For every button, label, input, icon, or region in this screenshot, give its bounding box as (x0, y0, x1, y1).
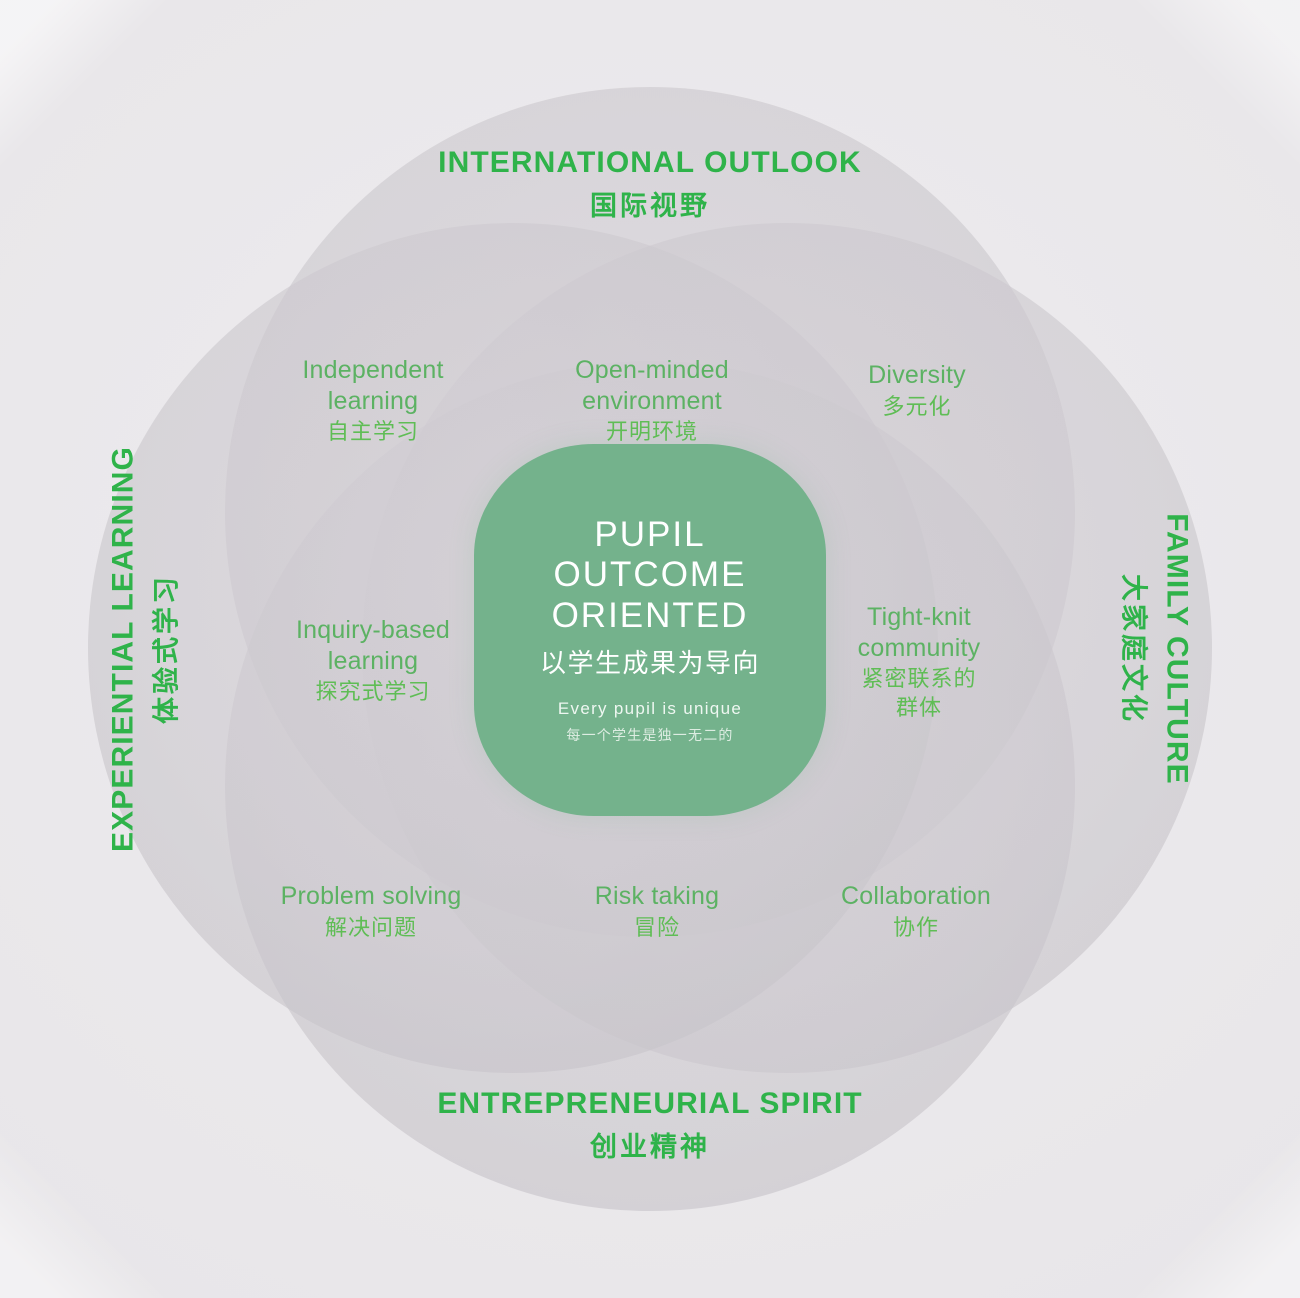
attribute-en-line-2: environment (582, 386, 722, 415)
attribute-collaboration: Collaboration 协作 (841, 881, 991, 941)
attribute-cn-line-1: 解决问题 (324, 914, 418, 940)
attribute-en-line-1: Tight-knit (867, 603, 971, 632)
axis-label-en: INTERNATIONAL OUTLOOK (438, 146, 862, 179)
core-title: PUPIL OUTCOME ORIENTED (552, 515, 749, 637)
attribute-cn-line-1: 自主学习 (326, 418, 420, 444)
attribute-en-line-1: Diversity (868, 361, 966, 390)
attribute-cn-line-2: 群体 (895, 695, 943, 721)
attribute-cn-line-1: 紧密联系的 (861, 666, 977, 692)
attribute-cn-line-1: 探究式学习 (315, 678, 431, 704)
axis-label-en: ENTREPRENEURIAL SPIRIT (437, 1087, 863, 1120)
core-subtitle: Every pupil is unique (557, 699, 743, 719)
axis-label-experiential-learning: EXPERIENTIAL LEARNING 体验式学习 (107, 446, 184, 852)
core-subtitle-chinese: 每一个学生是独一无二的 (566, 727, 734, 744)
axis-label-cn: 国际视野 (590, 191, 710, 221)
attribute-en-line-2: learning (327, 386, 419, 415)
axis-label-entrepreneurial-spirit: ENTREPRENEURIAL SPIRIT 创业精神 (0, 1087, 1300, 1164)
attribute-en-line-2: community (857, 633, 981, 662)
attribute-diversity: Diversity 多元化 (868, 360, 966, 420)
axis-label-cn: 创业精神 (590, 1132, 710, 1162)
axis-label-international-outlook: INTERNATIONAL OUTLOOK 国际视野 (0, 146, 1300, 223)
attribute-en-line-2: learning (327, 646, 419, 675)
core-title-chinese: 以学生成果为导向 (539, 648, 760, 679)
attribute-cn-line-1: 多元化 (882, 393, 952, 419)
attribute-risk-taking: Risk taking 冒险 (595, 881, 719, 941)
attribute-independent-learning: Independent learning 自主学习 (302, 355, 443, 445)
core-title-line-1: PUPIL (594, 514, 706, 554)
attribute-en-line-1: Risk taking (594, 882, 720, 911)
axis-label-en: EXPERIENTIAL LEARNING (106, 446, 140, 852)
attribute-en-line-1: Collaboration (841, 882, 991, 911)
attribute-tight-knit-community: Tight-knit community 紧密联系的 群体 (858, 602, 981, 722)
axis-label-family-culture: FAMILY CULTURE 大家庭文化 (1117, 513, 1194, 785)
attribute-cn-line-1: 协作 (892, 914, 940, 940)
core-title-line-3: ORIENTED (551, 595, 749, 635)
attribute-en-line-1: Inquiry-based (295, 615, 451, 644)
core-pupil-outcome-oriented: PUPIL OUTCOME ORIENTED 以学生成果为导向 Every pu… (474, 444, 826, 816)
attribute-en-line-1: Independent (302, 355, 444, 384)
axis-label-cn: 大家庭文化 (1118, 574, 1149, 724)
attribute-problem-solving: Problem solving 解决问题 (281, 881, 462, 941)
attribute-cn-line-1: 开明环境 (605, 418, 698, 444)
attribute-inquiry-based-learning: Inquiry-based learning 探究式学习 (296, 615, 450, 705)
attribute-en-line-1: Problem solving (280, 882, 462, 911)
axis-label-cn: 体验式学习 (151, 574, 182, 724)
attribute-open-minded-environment: Open-minded environment 开明环境 (575, 355, 729, 445)
axis-label-en: FAMILY CULTURE (1160, 513, 1194, 785)
attribute-en-line-1: Open-minded (575, 355, 729, 384)
core-title-line-2: OUTCOME (553, 555, 747, 595)
attribute-cn-line-1: 冒险 (633, 914, 680, 940)
